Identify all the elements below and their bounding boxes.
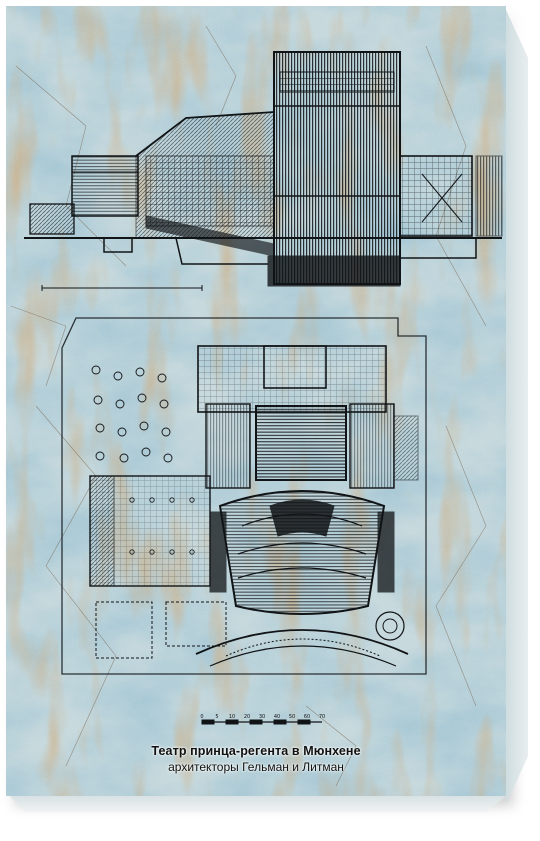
scale-tick-label: 5: [215, 714, 218, 720]
floor-plan-drawing: [61, 317, 427, 725]
canvas-print: 0 5 10 20 30 40 50 60 70 Театр принца-регента в …: [6, 6, 506, 796]
blueprint-artwork: 0 5 10 20 30 40 50 60 70: [6, 6, 506, 796]
scale-tick-label: 40: [274, 714, 280, 720]
scale-tick-label: 70: [319, 714, 325, 720]
garden-trees: [91, 365, 173, 463]
scale-tick-labels: 0 5 10 20 30 40 50 60 70: [200, 714, 325, 720]
artwork-title: Театр принца-регента в Мюнхене: [151, 744, 361, 758]
artwork-subtitle: архитекторы Гельман и Литман: [168, 760, 344, 774]
scale-tick-label: 50: [289, 714, 295, 720]
canvas-bottom-edge: [10, 796, 506, 812]
scale-tick-label: 60: [304, 714, 310, 720]
section-elevation-drawing: [24, 51, 503, 291]
canvas-side-edge: [506, 10, 528, 804]
scale-tick-label: 0: [200, 714, 203, 720]
scale-tick-label: 20: [244, 714, 250, 720]
scale-tick-label: 10: [229, 714, 235, 720]
scale-tick-label: 30: [259, 714, 265, 720]
